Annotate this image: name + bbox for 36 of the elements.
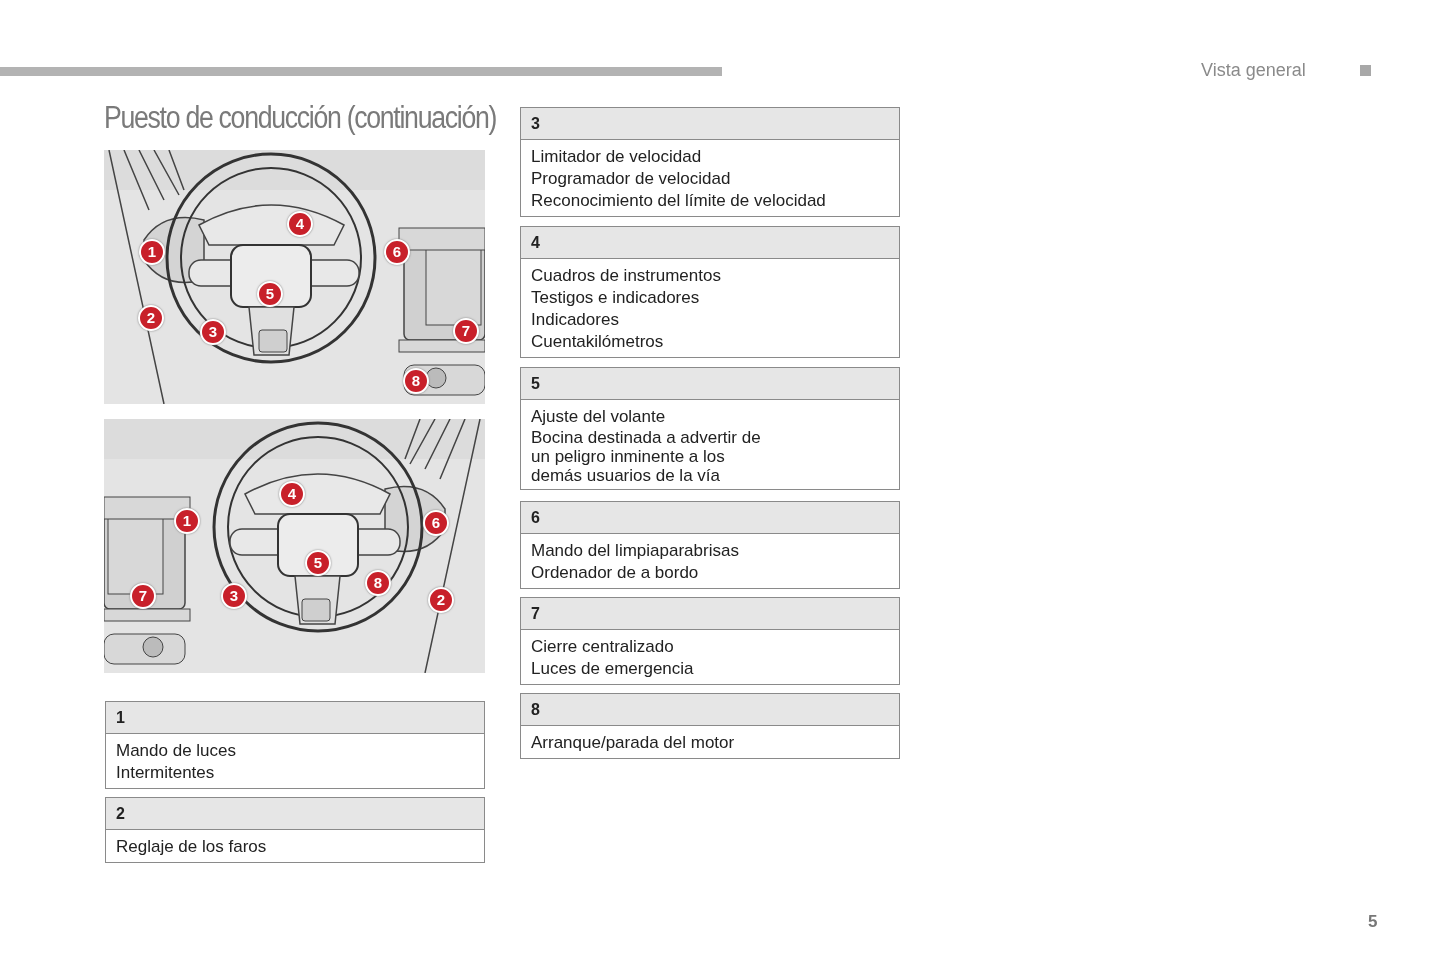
item-text: Limitador de velocidad [531, 146, 703, 168]
item-text: Cuentakilómetros [531, 331, 665, 353]
table-header-number: 8 [531, 701, 540, 719]
item-text: Indicadores [531, 309, 620, 331]
info-table [520, 597, 900, 685]
item-text: Testigos e indicadores [531, 287, 701, 309]
item-text: Arranque/parada del motor [531, 732, 736, 754]
item-text: Ordenador de a bordo [531, 562, 700, 584]
table-header-number: 3 [531, 115, 540, 133]
page-title: Puesto de conducción (continuación) [104, 100, 497, 136]
item-text: Mando del limpiaparabrisas [531, 540, 740, 562]
item-text: Reglaje de los faros [116, 836, 268, 858]
info-table [520, 107, 900, 217]
info-table [105, 797, 485, 863]
section-header: Vista general [1201, 60, 1306, 81]
table-header-number: 4 [531, 234, 540, 252]
table-header-number: 1 [116, 709, 125, 727]
item-text: Reconocimiento del límite de velocidad [531, 190, 827, 212]
info-table [520, 693, 900, 759]
page-number: 5 [1368, 912, 1378, 932]
item-text: Programador de velocidad [531, 168, 732, 190]
info-table [105, 701, 485, 789]
info-table [520, 501, 900, 589]
table-header-number: 5 [531, 375, 540, 393]
item-text: Cuadros de instrumentos [531, 265, 722, 287]
item-text: Luces de emergencia [531, 658, 695, 680]
item-text: Intermitentes [116, 762, 216, 784]
item-text: Cierre centralizado [531, 636, 675, 658]
item-text: Ajuste del volante [531, 406, 667, 428]
item-text: Bocina destinada a advertir de un peligro inminente a los demás usuarios de la vía [531, 428, 761, 485]
item-text: Mando de luces [116, 740, 238, 762]
table-header-number: 6 [531, 509, 540, 527]
table-header-number: 2 [116, 805, 125, 823]
info-table [520, 367, 900, 490]
info-table [520, 226, 900, 358]
table-header-number: 7 [531, 605, 540, 623]
